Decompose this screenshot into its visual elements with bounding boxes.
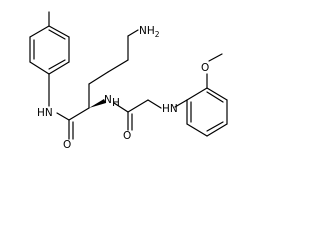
bond (208, 53, 223, 62)
bond (174, 99, 188, 108)
bond (113, 102, 129, 113)
bond (147, 99, 162, 109)
bond (68, 107, 90, 121)
structure-diagram: NH2 O HN N H HN O O (29, 11, 228, 151)
bond (206, 87, 228, 101)
bond (206, 123, 228, 137)
bond (48, 59, 66, 70)
atom-label-nitrogen: HN (37, 107, 53, 119)
atom-label-oxygen: O (201, 62, 209, 74)
atom-label-nitrogen: NH2 (139, 25, 160, 39)
atom-label-nitrogen: HN (162, 103, 178, 115)
bond (56, 112, 70, 121)
atom-labels: NH2 O HN N H HN O O (37, 25, 209, 151)
bond (29, 25, 50, 38)
bond (127, 99, 149, 113)
toluidine-ring (29, 11, 70, 75)
bond (186, 123, 208, 137)
bond (186, 87, 208, 101)
atom-label-oxygen: O (63, 139, 71, 151)
atom-label-nitrogen: N (104, 94, 112, 106)
bond (107, 59, 129, 73)
atom-label-oxygen: O (123, 130, 131, 142)
bond (206, 91, 224, 103)
bond (48, 61, 70, 75)
bond (206, 121, 224, 132)
bond (127, 29, 139, 37)
bond (88, 71, 109, 85)
molecule-drawing: NH2 O HN N H HN O O (29, 11, 228, 151)
atom-label-hydrogen: H (112, 97, 120, 109)
bond (29, 61, 50, 75)
bond (48, 29, 66, 40)
stereo-wedge (89, 99, 106, 108)
bond (48, 25, 70, 38)
methoxyphenyl-ring (186, 87, 228, 137)
